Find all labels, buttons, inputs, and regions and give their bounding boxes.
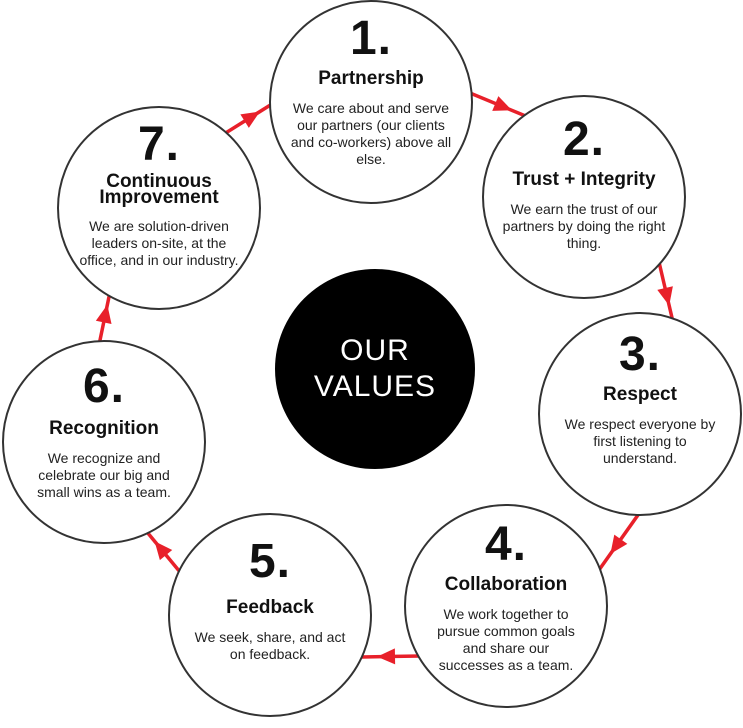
arrow-4-to-5 xyxy=(361,648,421,665)
arrowhead-icon xyxy=(95,304,112,325)
value-title: Trust + Integrity xyxy=(512,169,656,190)
arrowhead-icon xyxy=(154,541,173,561)
value-description: We respect everyone by first listening t… xyxy=(564,416,716,466)
arrowhead-icon xyxy=(610,534,628,554)
value-description: We are solution-driven leaders on-site, … xyxy=(79,218,239,268)
value-circle-recognition: 6. Recognition We recognize and celebrat… xyxy=(2,340,206,544)
arrowhead-icon xyxy=(492,96,512,111)
value-title: Continuous Improvement xyxy=(99,171,219,208)
value-title: Recognition xyxy=(49,418,159,439)
value-description: We care about and serve our partners (ou… xyxy=(290,100,452,167)
center-label-line1: OUR xyxy=(340,334,410,367)
value-number: 3. xyxy=(618,328,662,381)
value-circle-trust-integrity: 2. Trust + Integrity We earn the trust o… xyxy=(482,95,686,299)
value-description: We work together to pursue common goals … xyxy=(437,606,575,673)
value-number: 4. xyxy=(484,518,528,571)
value-title: Feedback xyxy=(226,597,314,618)
value-title: Collaboration xyxy=(444,574,568,595)
arrow-7-to-1 xyxy=(223,102,273,136)
value-description: We recognize and celebrate our big and s… xyxy=(37,450,171,500)
our-values-center-circle: OUR VALUES xyxy=(275,269,475,469)
arrow-3-to-4 xyxy=(597,513,640,572)
value-circle-continuous-improvement: 7. Continuous Improvement We are solutio… xyxy=(57,106,261,310)
arrow-6-to-7 xyxy=(95,291,112,346)
value-circle-partnership: 1. Partnership We care about and serve o… xyxy=(269,0,473,204)
value-circle-collaboration: 4. Collaboration We work together to pur… xyxy=(404,504,608,708)
value-number: 2. xyxy=(562,113,606,166)
value-description: We seek, share, and act on feedback. xyxy=(194,629,346,662)
arrow-1-to-2 xyxy=(469,91,529,119)
arrow-5-to-6 xyxy=(145,530,182,574)
arrowhead-icon xyxy=(657,286,673,306)
value-title: Partnership xyxy=(318,68,424,89)
value-title: Respect xyxy=(603,384,677,405)
value-number: 1. xyxy=(349,12,393,65)
arrow-2-to-3 xyxy=(657,261,675,323)
value-number: 5. xyxy=(248,535,292,588)
center-label-line2: VALUES xyxy=(313,370,437,403)
arrowhead-icon xyxy=(377,648,396,665)
value-circle-respect: 3. Respect We respect everyone by first … xyxy=(538,312,742,516)
arrowhead-icon xyxy=(240,111,260,128)
value-number: 7. xyxy=(137,118,181,171)
value-circle-feedback: 5. Feedback We seek, share, and act on f… xyxy=(168,513,372,717)
value-number: 6. xyxy=(82,360,126,413)
value-description: We earn the trust of our partners by doi… xyxy=(502,201,666,251)
